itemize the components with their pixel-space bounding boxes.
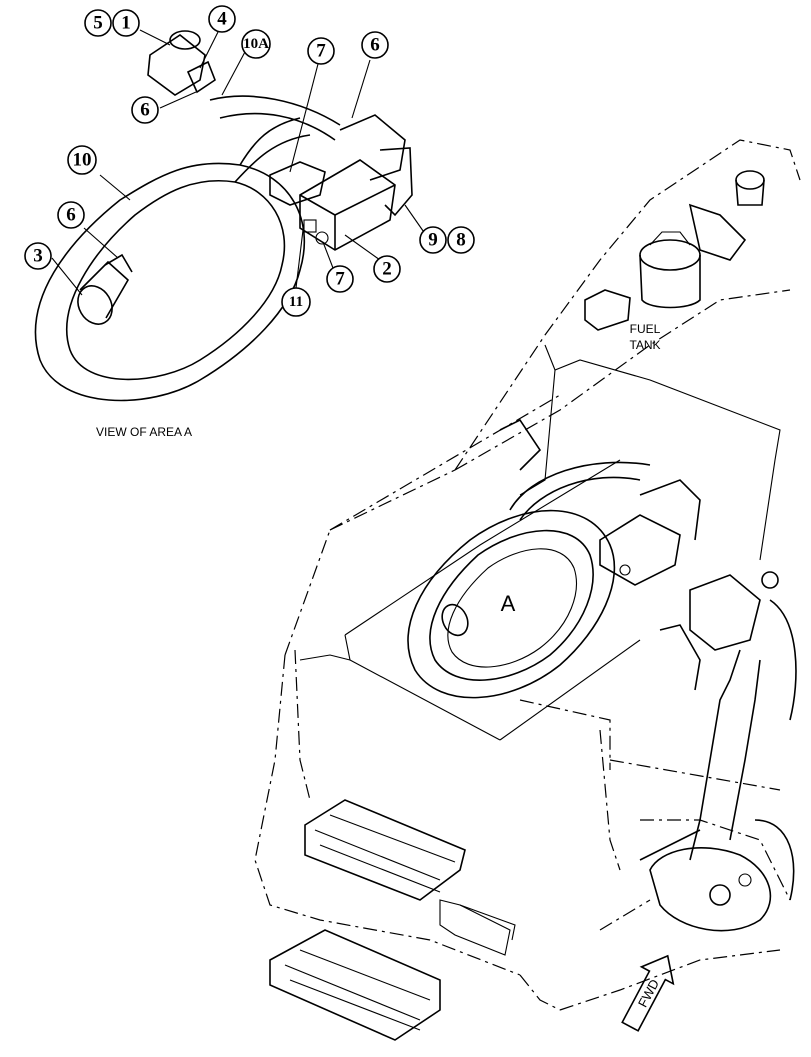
fwd-arrow: FWD (621, 954, 675, 1032)
svg-text:2: 2 (382, 259, 392, 280)
fuel-tank-label-line1: FUEL (630, 322, 661, 336)
svg-text:4: 4 (217, 9, 227, 30)
part-2-component (269, 114, 413, 251)
callout-1: 1 (112, 9, 140, 37)
area-a-marker: A (501, 591, 516, 616)
fuel-tank (584, 170, 765, 331)
svg-text:11: 11 (289, 294, 303, 310)
callout-11: 11 (281, 287, 311, 317)
callout-6-top-right: 6 (361, 31, 389, 59)
detail-view-area-a (34, 30, 413, 402)
svg-text:5: 5 (93, 13, 103, 34)
part-1-cap (147, 30, 216, 96)
callout-7-bottom: 7 (326, 265, 354, 293)
engine-components (659, 571, 797, 861)
svg-text:6: 6 (66, 205, 76, 226)
svg-text:6: 6 (140, 100, 150, 121)
svg-text:9: 9 (428, 230, 438, 251)
hose-10a-b (219, 112, 336, 141)
steps (269, 799, 466, 1041)
callout-6-left: 6 (57, 201, 85, 229)
fuel-tank-label-line2: TANK (629, 338, 660, 352)
hose-10-outer (34, 162, 305, 402)
callout-leaders (51, 29, 429, 296)
svg-text:10: 10 (73, 150, 92, 171)
svg-text:10A: 10A (243, 36, 269, 52)
callout-8: 8 (447, 226, 475, 254)
callout-2: 2 (373, 255, 401, 283)
callout-5: 5 (84, 9, 112, 37)
callout-10a: 10A (241, 29, 271, 59)
svg-text:7: 7 (316, 41, 326, 62)
component-machine (599, 479, 701, 586)
svg-text:3: 3 (33, 246, 43, 267)
svg-text:1: 1 (121, 13, 131, 34)
callout-6-top-left: 6 (131, 96, 159, 124)
hose-10-inner (65, 180, 286, 381)
callout-4: 4 (208, 5, 236, 33)
machine-outline (254, 139, 801, 1041)
callout-3: 3 (24, 242, 52, 270)
callout-10: 10 (67, 145, 97, 175)
callout-7-top: 7 (307, 37, 335, 65)
callout-9: 9 (419, 226, 447, 254)
view-of-area-label: VIEW OF AREA A (96, 425, 192, 439)
svg-text:7: 7 (335, 269, 345, 290)
svg-text:6: 6 (370, 35, 380, 56)
track-roller (639, 819, 795, 932)
hose-10a (209, 95, 341, 126)
svg-text:8: 8 (456, 230, 466, 251)
hose-loop-machine (407, 418, 651, 699)
part-3-fitting (77, 253, 133, 325)
